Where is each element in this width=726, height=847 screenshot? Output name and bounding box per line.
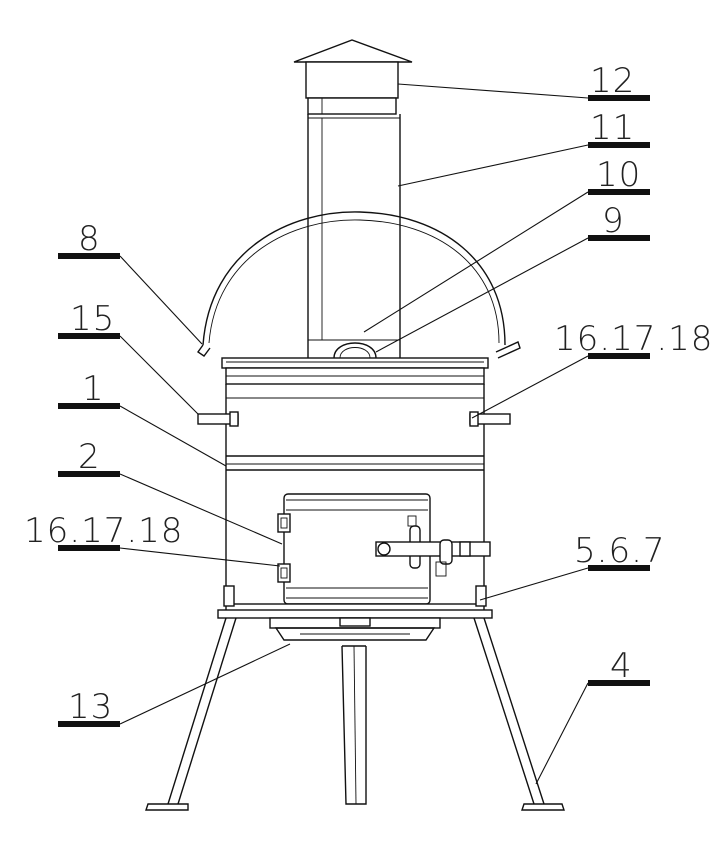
callout-2: 2: [58, 437, 120, 477]
callout-11: 11: [588, 108, 650, 148]
callout-label: 16.17.18: [554, 319, 713, 359]
callout-label: 10: [596, 155, 641, 195]
callout-9: 9: [588, 201, 650, 241]
callout-1: 1: [58, 369, 120, 409]
callout-12: 12: [588, 61, 650, 101]
callout-15: 15: [58, 299, 120, 339]
callout-16-17-18-right: 16.17.18: [554, 319, 713, 359]
firebox-door: [277, 493, 491, 605]
stand-base: [145, 585, 565, 811]
callout-label: 15: [70, 299, 115, 339]
callout-label: 2: [78, 437, 101, 477]
callout-5-6-7: 5.6.7: [574, 531, 666, 571]
callout-10: 10: [588, 155, 650, 195]
dome-handle: [197, 211, 521, 359]
chimney: [293, 39, 413, 362]
callout-16-17-18-left: 16.17.18: [24, 511, 183, 551]
callout-label: 16.17.18: [24, 511, 183, 551]
callout-label: 4: [610, 646, 633, 686]
callout-4: 4: [588, 646, 650, 686]
body-drum: [197, 357, 511, 604]
callout-label: 11: [590, 108, 635, 148]
leader-lines: [119, 83, 589, 785]
callout-8: 8: [58, 219, 120, 259]
callout-label: 13: [68, 687, 113, 727]
callout-label: 1: [82, 369, 105, 409]
callout-label: 5.6.7: [574, 531, 666, 571]
callout-label: 8: [78, 219, 101, 259]
callout-label: 12: [590, 61, 635, 101]
callout-label: 9: [602, 201, 625, 241]
callout-13: 13: [58, 687, 120, 727]
